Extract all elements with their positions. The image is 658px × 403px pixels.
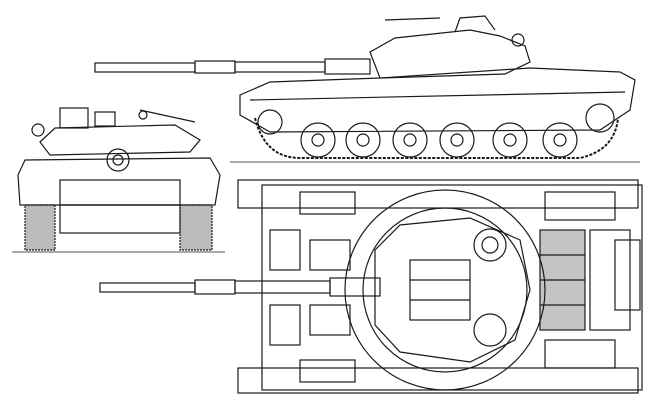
side-turret [369,29,531,79]
front-hull [17,157,221,206]
side-hull [239,67,636,133]
side-track [254,117,619,159]
top-right-fender [237,367,639,394]
top-gunner-hatch [473,313,507,347]
top-storage-boxes [269,191,616,383]
top-engine-grille [539,229,641,331]
top-view [99,179,643,394]
front-view [12,107,225,253]
top-gun-barrel [99,277,381,297]
top-left-fender [237,179,639,209]
side-commander-hatch [454,15,496,33]
top-commander-cupola [473,228,507,262]
side-road-wheels [257,103,615,158]
front-right-track [179,204,213,251]
front-turret [39,124,201,156]
side-gun-barrel [94,58,371,75]
side-view [94,15,640,163]
top-turret [374,217,531,363]
top-turret-ring [344,189,546,391]
front-left-track [24,204,56,251]
front-gun-mantlet [106,148,130,172]
